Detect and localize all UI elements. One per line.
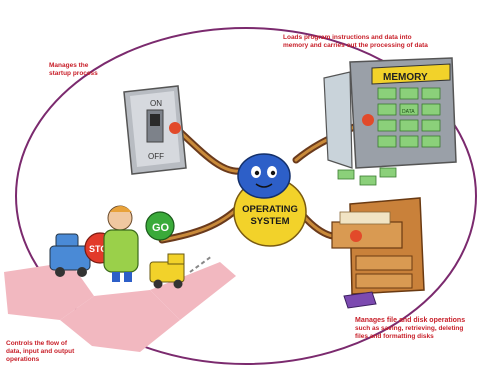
caption-io-line1: Controls the flow of: [6, 340, 68, 347]
road-surface: [4, 262, 236, 352]
filing-cabinet: [331, 197, 425, 309]
caption-startup-line2: startup process: [49, 70, 98, 77]
files-plug: [350, 230, 362, 242]
operating-system-mascot: OPERATING SYSTEM: [233, 153, 307, 247]
caption-startup-line1: Manages the: [49, 62, 89, 69]
switch-off-label: OFF: [148, 152, 164, 161]
caption-files-line1: Manages file and disk operations: [355, 317, 466, 324]
go-sign-label: GO: [152, 222, 170, 234]
caption-files: Manages file and disk operations such as…: [355, 317, 465, 341]
caption-startup: Manages the startup process: [49, 62, 98, 78]
power-switch: ON OFF: [123, 85, 187, 175]
memory-label: MEMORY: [383, 72, 428, 83]
memory-slot-label: DATA: [402, 109, 415, 115]
memory-cabinet: MEMORY DATA: [323, 57, 457, 186]
center-label-line2: SYSTEM: [250, 216, 289, 227]
switch-on-label: ON: [150, 99, 162, 108]
stop-sign-label: STOP: [89, 244, 113, 254]
caption-io-line2: data, input and output: [6, 348, 75, 355]
caption-files-line2: such as saving, retrieving, deleting: [355, 325, 464, 332]
caption-files-line3: files and formatting disks: [355, 333, 434, 340]
caption-memory: Loads program instructions and data into…: [283, 34, 428, 50]
caption-io-line3: operations: [6, 356, 40, 363]
go-sign: [145, 211, 175, 241]
traffic-scene: STOP GO: [49, 205, 213, 289]
memory-plug: [362, 114, 374, 126]
outer-ellipse: [15, 27, 477, 365]
center-label-line1: OPERATING: [242, 204, 298, 215]
cable-plug-hand: [169, 122, 181, 134]
caption-memory-line2: memory and carries out the processing of…: [283, 42, 428, 49]
caption-io: Controls the flow of data, input and out…: [6, 340, 74, 364]
caption-memory-line1: Loads program instructions and data into: [283, 34, 412, 41]
disk-book: [343, 291, 377, 309]
